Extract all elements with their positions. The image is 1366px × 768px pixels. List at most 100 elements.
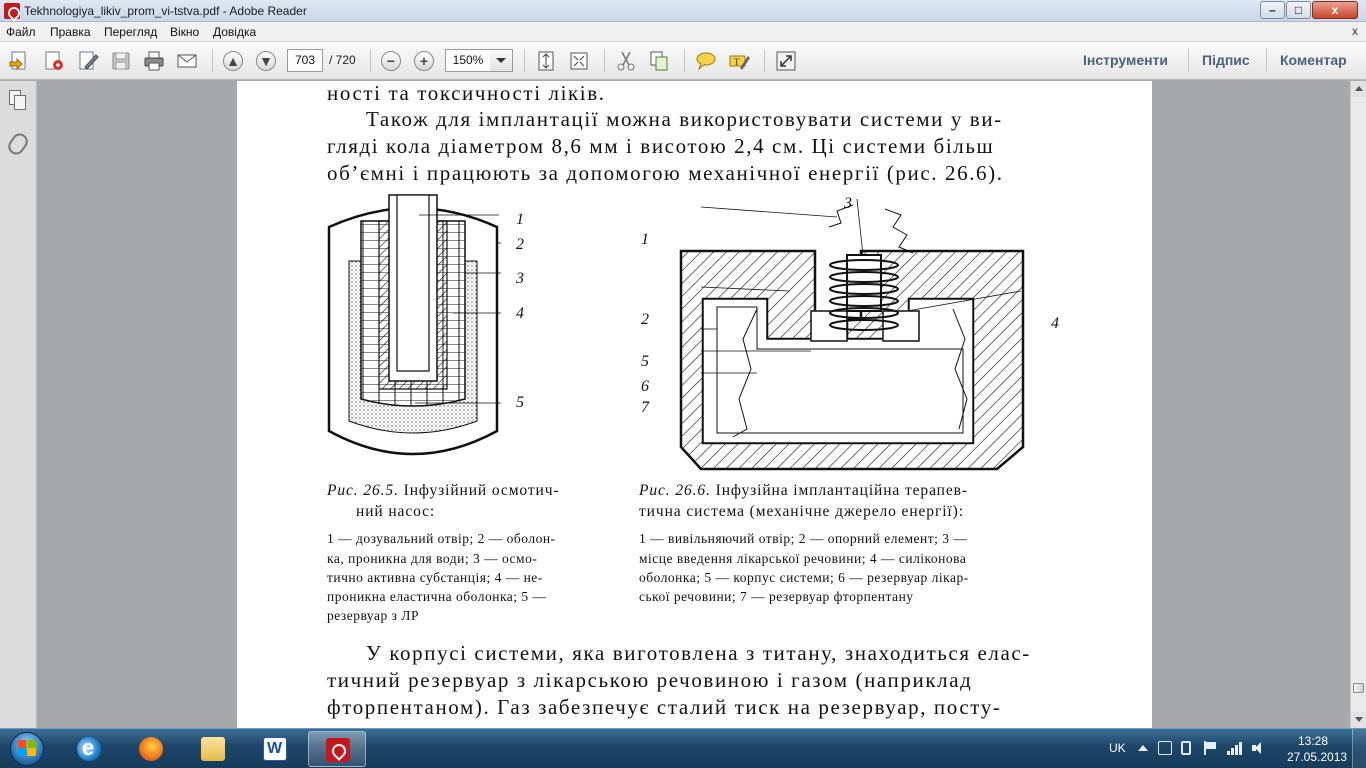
email-button[interactable] bbox=[176, 50, 198, 72]
toolbar-separator bbox=[524, 50, 525, 72]
create-pdf-button[interactable] bbox=[8, 50, 30, 72]
highlight-button[interactable]: T bbox=[728, 50, 750, 72]
comment-pane-link[interactable]: Коментар bbox=[1280, 52, 1347, 68]
text-line: Також для імплантації можна використовув… bbox=[366, 107, 1003, 131]
start-button[interactable] bbox=[4, 730, 50, 768]
zoom-out-icon: − bbox=[381, 51, 401, 71]
cut-button[interactable] bbox=[615, 50, 637, 72]
prev-page-icon: ▲ bbox=[223, 51, 243, 71]
chevron-down-icon bbox=[496, 58, 506, 63]
add-comment-button[interactable] bbox=[695, 50, 717, 72]
attachments-icon[interactable] bbox=[5, 130, 31, 158]
taskbar-internet-explorer[interactable] bbox=[60, 731, 118, 767]
network-signal-icon[interactable] bbox=[1227, 741, 1242, 755]
keyboard-icon[interactable] bbox=[1158, 741, 1172, 755]
scroll-thumb[interactable] bbox=[1353, 683, 1364, 693]
figure-label: 3 bbox=[844, 195, 852, 212]
tools-pane-link[interactable]: Інструменти bbox=[1083, 52, 1169, 68]
volume-icon[interactable] bbox=[1251, 741, 1265, 755]
clock-time[interactable]: 13:28 bbox=[1298, 734, 1329, 748]
figure-implant-system bbox=[679, 199, 1025, 471]
text-line: тичний резервуар з лікарською речовиною … bbox=[327, 668, 973, 692]
next-page-button[interactable]: ▼ bbox=[255, 50, 277, 72]
figure-label: 4 bbox=[1051, 315, 1059, 332]
close-document-button[interactable]: x bbox=[1352, 24, 1358, 38]
figure-legend: місце введення лікарської речовини; 4 — … bbox=[639, 551, 967, 566]
show-desktop-button[interactable] bbox=[1352, 729, 1366, 768]
zoom-input[interactable]: 150% bbox=[445, 49, 491, 72]
share-button[interactable] bbox=[43, 50, 65, 72]
minimize-button[interactable]: – bbox=[1260, 1, 1285, 19]
menu-view[interactable]: Перегляд bbox=[104, 25, 158, 39]
arrow-down-icon bbox=[1355, 717, 1363, 722]
email-icon bbox=[177, 54, 197, 68]
adobe-reader-icon bbox=[4, 3, 20, 19]
vertical-scrollbar[interactable] bbox=[1350, 81, 1366, 728]
fullscreen-button[interactable] bbox=[775, 50, 797, 72]
create-pdf-icon bbox=[9, 51, 26, 71]
menu-bar: Файл Правка Перегляд Вікно Довідка x bbox=[0, 22, 1366, 42]
taskbar-adobe-reader[interactable] bbox=[308, 731, 366, 767]
toolbar-separator bbox=[370, 50, 371, 72]
copy-icon bbox=[650, 51, 668, 71]
save-icon bbox=[112, 52, 130, 70]
sign-pane-link[interactable]: Підпис bbox=[1202, 52, 1250, 68]
toolbar-separator bbox=[684, 50, 685, 72]
save-button[interactable] bbox=[110, 50, 132, 72]
clock-date[interactable]: 27.05.2013 bbox=[1287, 750, 1348, 764]
figure-legend: ської речовини; 7 — резервуар фторпентан… bbox=[639, 589, 914, 604]
figure-legend: проникна еластична оболонка; 5 — bbox=[327, 589, 547, 604]
edit-icon bbox=[79, 51, 99, 70]
figure-label: 1 bbox=[641, 231, 649, 248]
previous-page-button[interactable]: ▲ bbox=[222, 50, 244, 72]
print-button[interactable] bbox=[143, 50, 165, 72]
close-window-button[interactable]: x bbox=[1312, 1, 1358, 19]
copy-button[interactable] bbox=[648, 50, 670, 72]
text-line: У корпусі системи, яка виготовлена з тит… bbox=[366, 641, 1031, 665]
battery-icon[interactable] bbox=[1181, 741, 1191, 755]
show-hidden-icons-button[interactable] bbox=[1136, 741, 1150, 755]
taskbar-word[interactable] bbox=[246, 731, 304, 767]
figure-legend: ка, проникна для води; 3 — осмо- bbox=[327, 551, 538, 566]
language-indicator[interactable]: UK bbox=[1109, 741, 1126, 755]
firefox-icon bbox=[139, 737, 163, 761]
adobe-reader-icon bbox=[326, 738, 350, 762]
figure-caption: Рис. 26.5. Інфузійний осмотич- bbox=[327, 482, 560, 499]
figure-caption: тична система (механічне джерело енергії… bbox=[639, 503, 964, 520]
svg-text:T: T bbox=[734, 57, 740, 67]
zoom-in-button[interactable]: + bbox=[413, 50, 435, 72]
navigation-pane bbox=[0, 81, 37, 728]
menu-window[interactable]: Вікно bbox=[170, 25, 200, 39]
fit-page-button[interactable] bbox=[535, 50, 557, 72]
menu-help[interactable]: Довідка bbox=[213, 25, 257, 39]
text-line: ності та токсичності ліків. bbox=[327, 81, 606, 105]
fit-width-button[interactable] bbox=[568, 50, 590, 72]
figure-legend: тично активна субстанція; 4 — не- bbox=[327, 570, 543, 585]
arrow-up-icon bbox=[1355, 86, 1363, 91]
page-number-input[interactable]: 703 bbox=[287, 49, 323, 72]
taskbar-firefox[interactable] bbox=[122, 731, 180, 767]
fullscreen-icon bbox=[776, 51, 796, 71]
page-thumbnails-icon[interactable] bbox=[9, 90, 27, 110]
folder-icon bbox=[201, 737, 225, 761]
menu-edit[interactable]: Правка bbox=[50, 25, 91, 39]
menu-file[interactable]: Файл bbox=[6, 25, 36, 39]
maximize-button[interactable]: □ bbox=[1286, 1, 1311, 19]
window-title: Tekhnologiya_likiv_prom_vi-tstva.pdf - A… bbox=[24, 4, 307, 18]
figure-caption: ний насос: bbox=[356, 503, 436, 520]
figure-label: 5 bbox=[516, 394, 524, 411]
action-center-flag-icon[interactable] bbox=[1204, 741, 1218, 755]
taskbar-windows-explorer[interactable] bbox=[184, 731, 242, 767]
figure-label: 4 bbox=[516, 305, 524, 322]
scroll-up-button[interactable] bbox=[1351, 81, 1366, 97]
zoom-dropdown-button[interactable] bbox=[490, 49, 513, 72]
highlight-icon: T bbox=[729, 55, 750, 70]
scroll-down-button[interactable] bbox=[1351, 712, 1366, 728]
minimize-icon: – bbox=[1269, 3, 1276, 17]
fit-page-icon bbox=[538, 51, 554, 71]
share-icon bbox=[45, 51, 63, 70]
zoom-out-button[interactable]: − bbox=[380, 50, 402, 72]
edit-button[interactable] bbox=[77, 50, 99, 72]
toolbar-separator bbox=[1188, 48, 1189, 72]
figure-osmotic-pump bbox=[327, 194, 501, 456]
